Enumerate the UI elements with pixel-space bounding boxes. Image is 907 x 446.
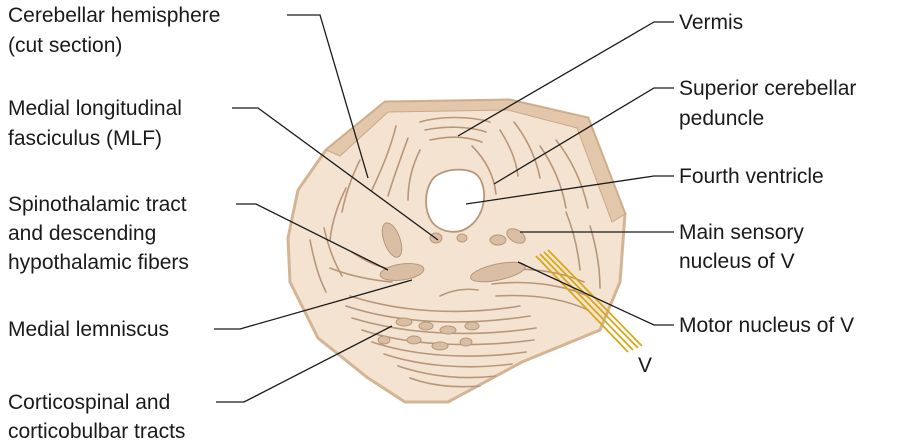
label-motor-nucleus: Motor nucleus of V xyxy=(679,314,854,337)
label-medial-lemniscus: Medial lemniscus xyxy=(8,318,169,341)
pons-cross-section xyxy=(288,100,642,402)
label-nerve-v: V xyxy=(638,354,652,377)
label-cerebellar-hemisphere: Cerebellar hemisphere (cut section) xyxy=(8,4,226,57)
label-main-sensory: Main sensory nucleus of V xyxy=(679,221,810,273)
label-vermis: Vermis xyxy=(679,11,743,34)
label-mlf: Medial longitudinal fasciculus (MLF) xyxy=(8,97,188,150)
label-fourth-ventricle: Fourth ventricle xyxy=(679,165,824,188)
label-spinothalamic: Spinothalamic tract and descending hypot… xyxy=(8,193,192,274)
label-corticospinal: Corticospinal and corticobulbar tracts xyxy=(8,391,185,443)
label-superior-peduncle: Superior cerebellar peduncle xyxy=(679,77,862,130)
